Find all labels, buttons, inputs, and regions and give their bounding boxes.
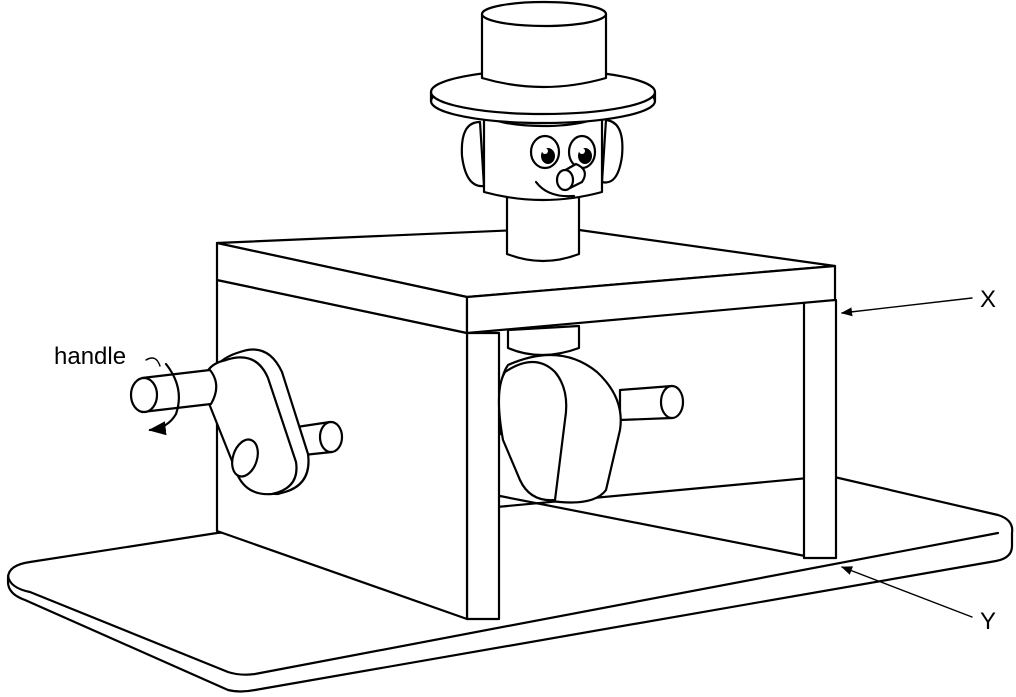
x-label: X xyxy=(980,286,996,313)
base-plate xyxy=(6,474,1014,693)
top-hat xyxy=(429,0,657,125)
cam xyxy=(497,353,622,504)
y-label: Y xyxy=(980,608,996,635)
follower-rod-lower xyxy=(506,324,581,357)
handle-crank xyxy=(129,348,344,496)
handle-label: handle xyxy=(54,343,126,370)
handle-leader xyxy=(145,357,161,367)
front-right-post xyxy=(802,298,838,560)
front-left-post xyxy=(465,331,501,621)
y-leader xyxy=(840,566,973,618)
x-leader xyxy=(840,297,973,317)
top-lid xyxy=(215,226,837,335)
puppet-neck-rod xyxy=(505,194,581,263)
labels: handle X Y xyxy=(54,286,996,635)
